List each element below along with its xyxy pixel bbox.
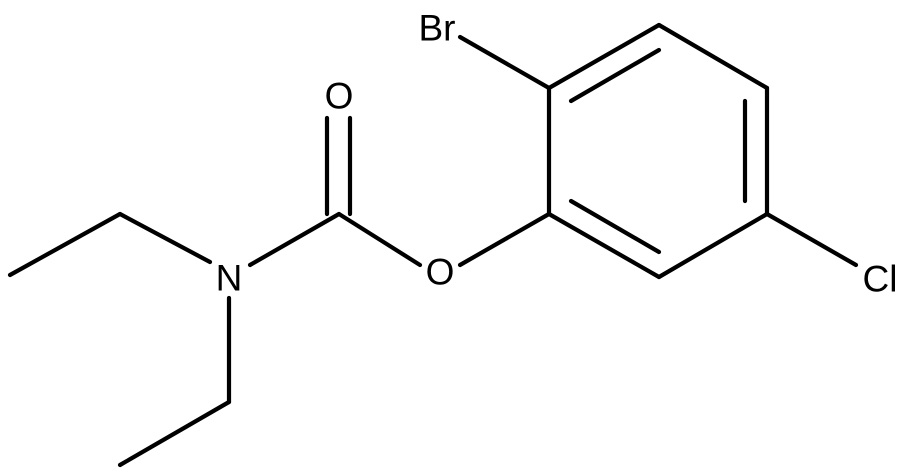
ring-bond-c5-c6	[546, 211, 662, 280]
ring-bond-c1-c2	[546, 22, 662, 91]
bromine-atom-label: Br	[419, 8, 456, 49]
chlorine-atom-label: Cl	[863, 259, 898, 300]
ring-double-bond-inner-bottom	[568, 198, 662, 255]
bond-n-ethyl1-ch2	[117, 211, 213, 265]
carbonyl-oxygen-label: O	[325, 76, 354, 117]
bond-o-ester-carbonyl-c	[336, 211, 423, 268]
bond-c4-cl	[764, 211, 859, 268]
bond-c1-br	[457, 34, 552, 91]
benzene-ring	[546, 22, 770, 280]
bond-ethyl1-ch2-ch3	[7, 211, 123, 278]
bond-c6-o-ester	[457, 211, 552, 268]
bond-carbonyl-c-n	[247, 211, 342, 268]
nitrogen-atom-label: N	[216, 258, 243, 299]
ester-oxygen-label: O	[426, 252, 455, 293]
ring-double-bond-inner-top	[568, 47, 662, 104]
ring-bond-c2-c3	[656, 22, 770, 91]
ring-bond-c4-c5	[656, 211, 770, 280]
bond-ethyl2-ch2-ch3	[117, 399, 232, 468]
